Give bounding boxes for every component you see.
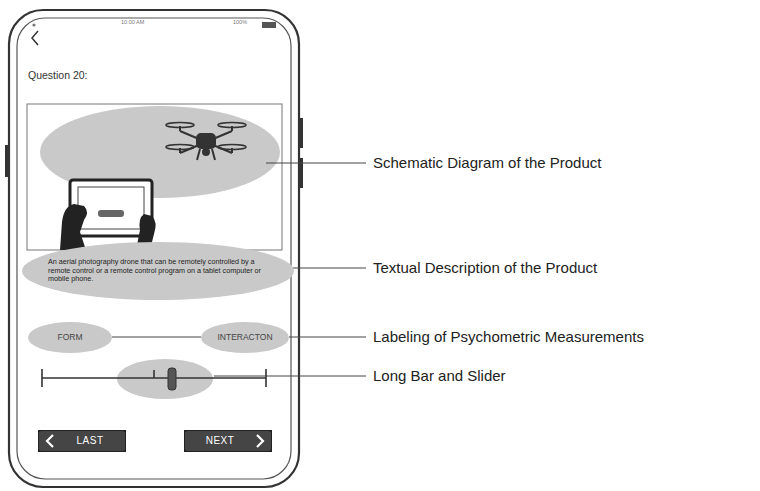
callout-label: Schematic Diagram of the Product bbox=[372, 154, 602, 171]
button-label: NEXT bbox=[206, 435, 235, 447]
callout-label: Labeling of Psychometric Measurements bbox=[372, 328, 645, 345]
battery-icon bbox=[262, 22, 276, 28]
chevron-icon bbox=[45, 434, 55, 448]
status-time: 10:00 AM bbox=[120, 19, 145, 25]
node-text: An aerial photography drone that can be … bbox=[48, 258, 268, 284]
label-ellipse: INTERACTON bbox=[201, 322, 289, 353]
button-label: LAST bbox=[76, 435, 103, 447]
slider-knob bbox=[168, 368, 176, 390]
chevron-icon bbox=[255, 434, 265, 448]
signal-icon bbox=[32, 23, 35, 26]
side-button bbox=[5, 145, 9, 177]
image-frame bbox=[27, 104, 282, 250]
callout-label: Textual Description of the Product bbox=[372, 259, 598, 276]
drone-icon bbox=[166, 123, 246, 161]
label-ellipse: FORM bbox=[28, 322, 112, 353]
question-number: Question 20: bbox=[27, 69, 89, 81]
side-button bbox=[299, 118, 303, 148]
tablet-hands-icon bbox=[60, 180, 156, 250]
node-text: INTERACTON bbox=[217, 332, 272, 342]
phone-body bbox=[9, 10, 299, 487]
last-button: LAST bbox=[38, 430, 126, 452]
slider-bar bbox=[42, 369, 266, 387]
status-battery: 100% bbox=[232, 19, 248, 25]
back-arrow bbox=[32, 31, 38, 45]
next-button: NEXT bbox=[184, 430, 272, 452]
description-ellipse: An aerial photography drone that can be … bbox=[22, 242, 294, 300]
node-text: FORM bbox=[57, 332, 82, 342]
slider-highlight bbox=[117, 359, 213, 399]
callout-label: Long Bar and Slider bbox=[372, 367, 507, 384]
